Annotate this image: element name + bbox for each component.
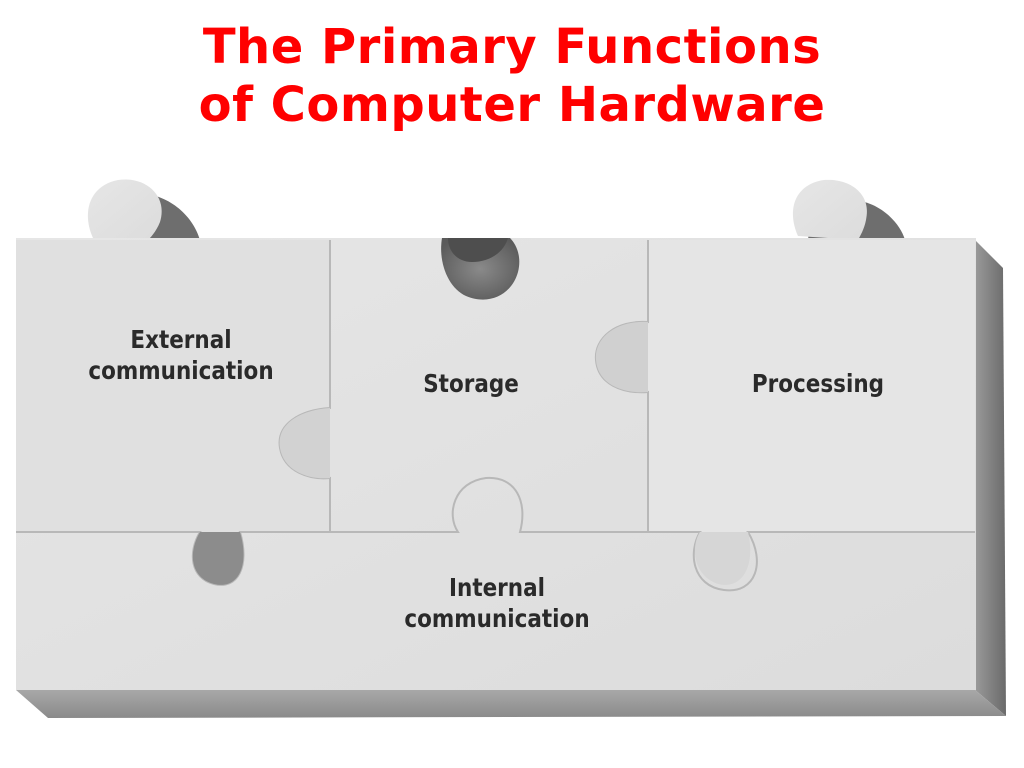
slide-title: The Primary Functions of Computer Hardwa…: [0, 18, 1024, 134]
label-external-communication: External communication: [88, 325, 274, 385]
label-processing: Processing: [751, 369, 885, 398]
piece-processing-face: [648, 240, 975, 532]
tab-left-top: [87, 179, 162, 240]
puzzle-bottom-edge: [16, 690, 1006, 718]
title-line-2: of Computer Hardware: [198, 77, 826, 133]
title-line-1: The Primary Functions: [202, 19, 822, 75]
label-internal-communication: Internal communication: [404, 573, 590, 633]
piece-external-face: [16, 240, 330, 532]
puzzle-side-edge: [975, 240, 1006, 716]
tab-right-top: [793, 179, 867, 240]
label-storage: Storage: [423, 369, 519, 398]
